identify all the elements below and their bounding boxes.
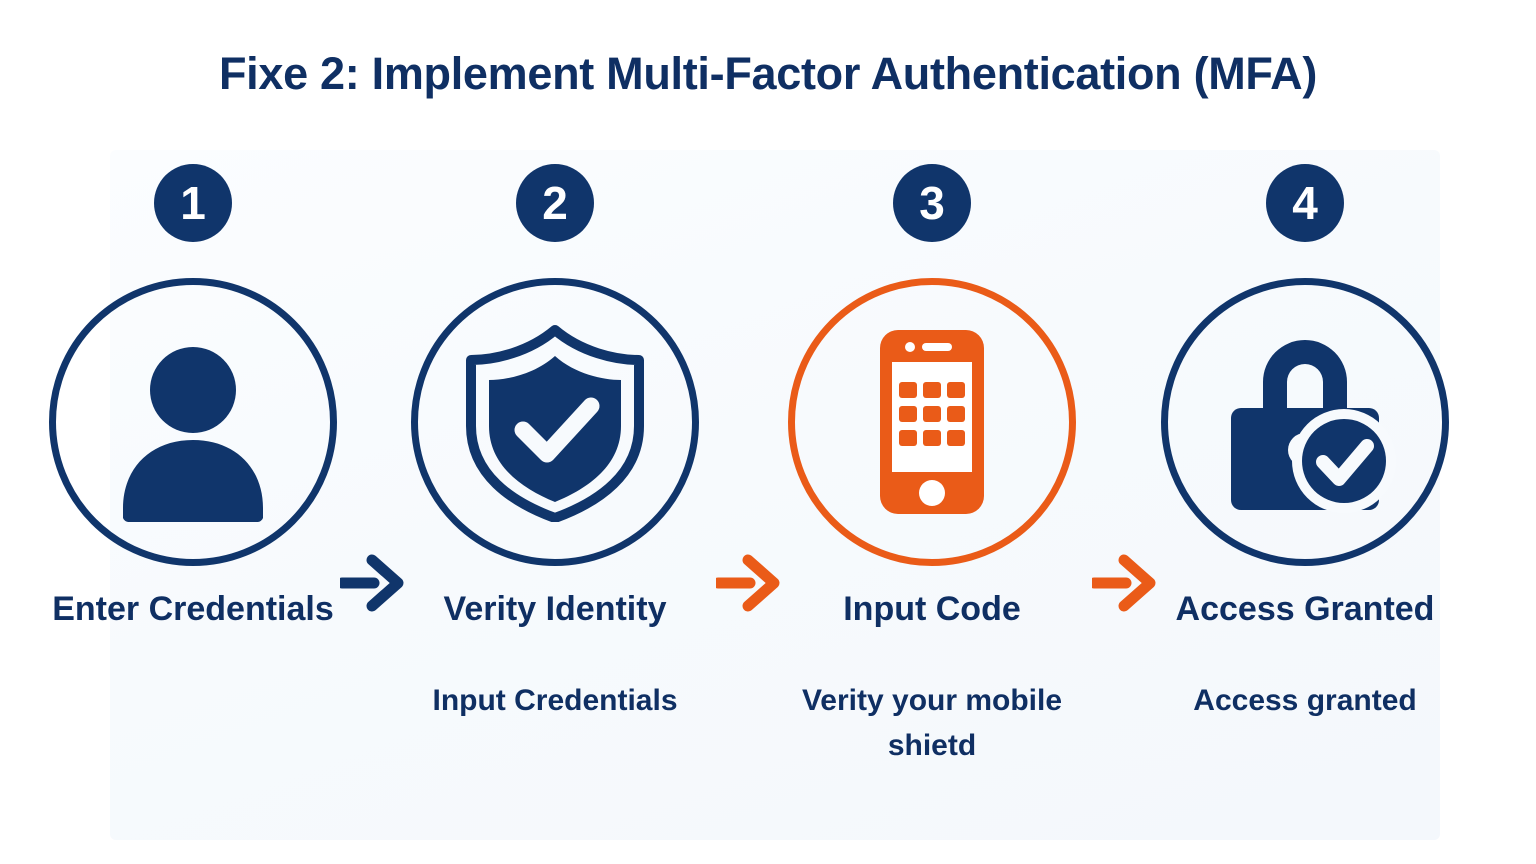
step-3-caption: Verity your mobile shietd [801, 684, 1063, 762]
step-3[interactable]: 3 [745, 150, 1119, 762]
lock-check-icon [1205, 322, 1405, 522]
step-2-label: Verity Identity [443, 590, 667, 628]
arrow-2-icon [716, 552, 786, 614]
step-2[interactable]: 2 Verity Identity Input Credentials [368, 150, 742, 717]
step-1-icon-circle[interactable] [49, 278, 337, 566]
arrow-3-icon [1092, 552, 1162, 614]
step-2-number-badge: 2 [516, 164, 594, 242]
step-4-icon-circle[interactable] [1161, 278, 1449, 566]
step-1-label: Enter Credentials [52, 590, 334, 628]
arrow-1-icon [340, 552, 410, 614]
step-3-icon-circle[interactable] [788, 278, 1076, 566]
step-3-label: Input Code [843, 590, 1021, 628]
shield-check-icon [455, 322, 655, 522]
step-4[interactable]: 4 Access Granted Access granted [1118, 150, 1492, 717]
step-2-caption: Input Credentials [432, 684, 678, 717]
steps-row: 1 Enter Credentials 2 [0, 150, 1536, 762]
step-4-caption: Access granted [1193, 684, 1417, 717]
step-3-number-badge: 3 [893, 164, 971, 242]
step-1-number-badge: 1 [154, 164, 232, 242]
step-2-icon-circle[interactable] [411, 278, 699, 566]
step-1[interactable]: 1 Enter Credentials [6, 150, 380, 710]
step-4-number-badge: 4 [1266, 164, 1344, 242]
person-icon [93, 322, 293, 522]
page-title: Fixe 2: Implement Multi-Factor Authentic… [218, 48, 1318, 99]
mobile-keypad-icon [832, 322, 1032, 522]
step-4-label: Access Granted [1175, 590, 1435, 628]
